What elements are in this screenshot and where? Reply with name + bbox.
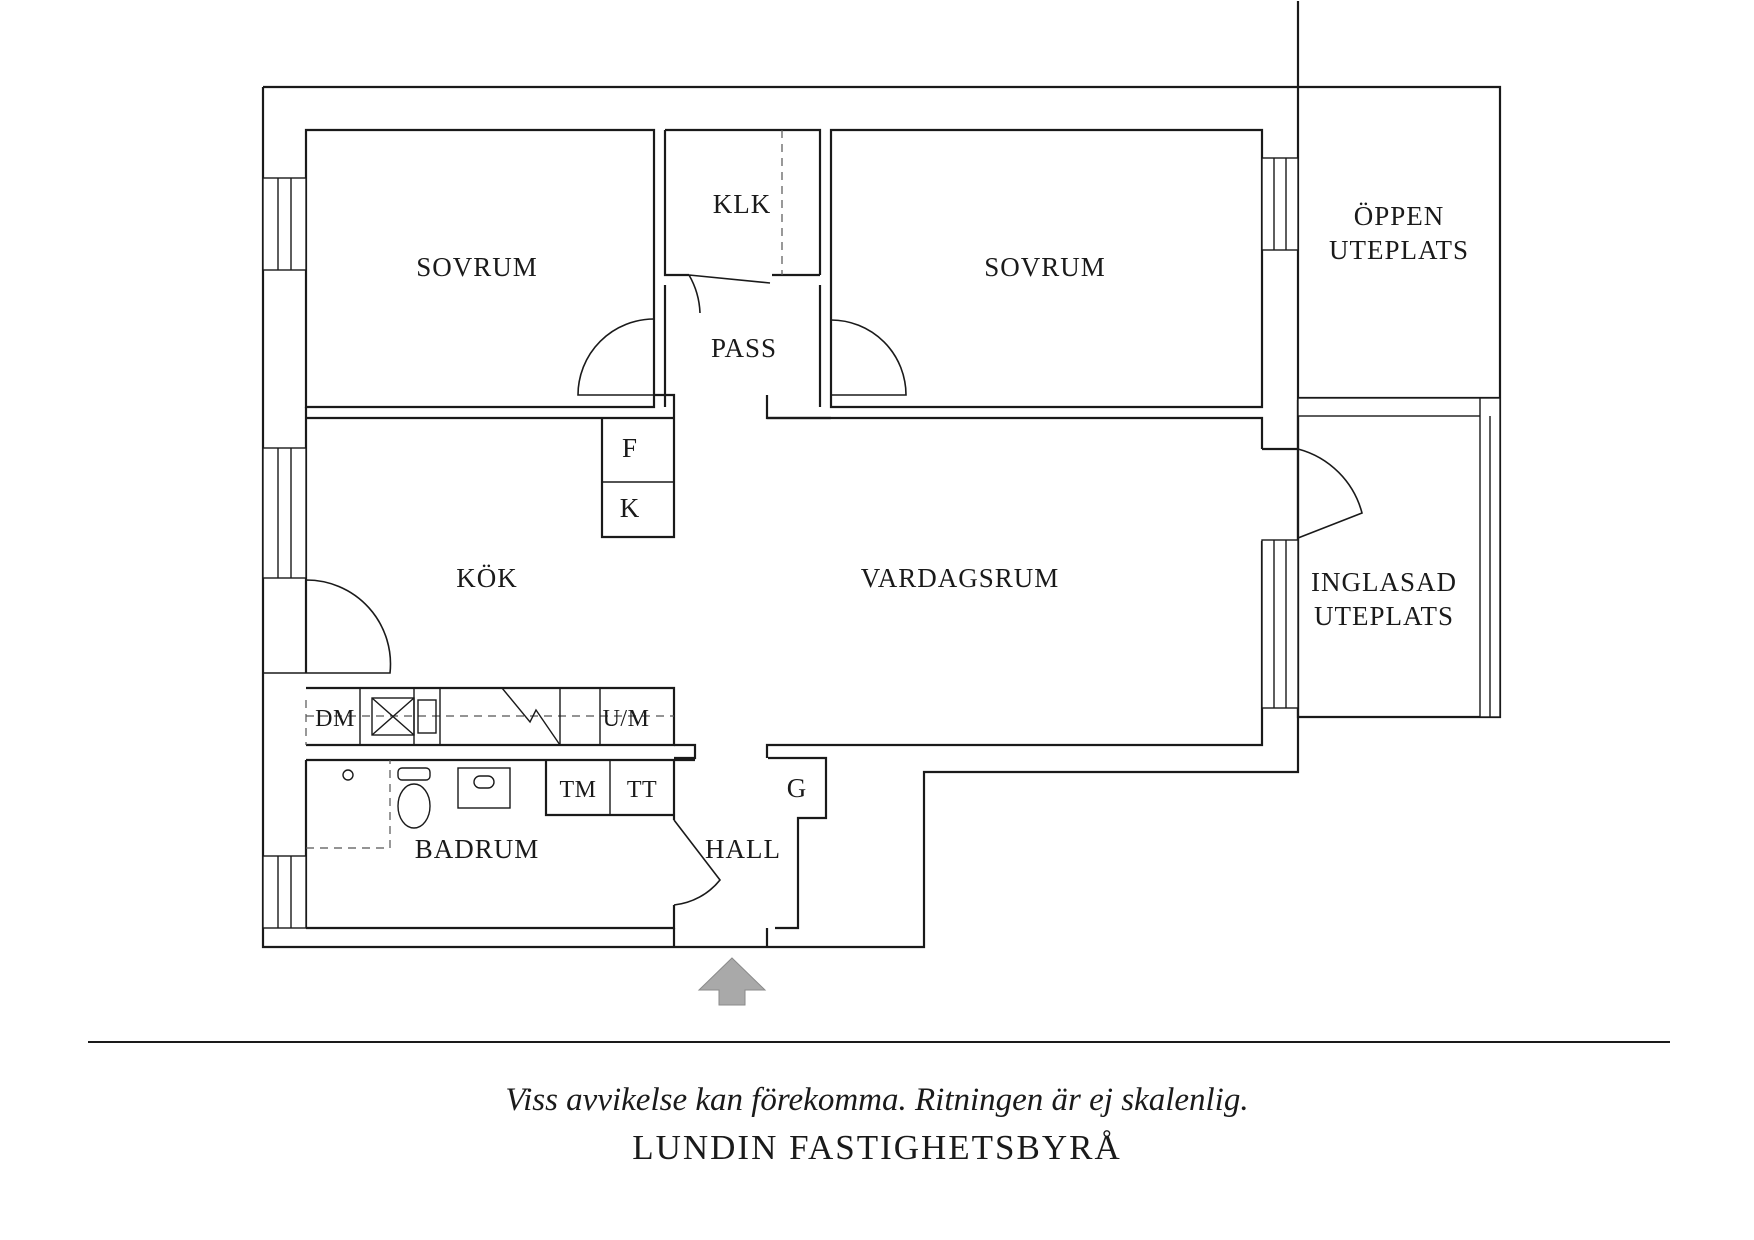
hall-walls [672,756,828,947]
room-label-pass: PASS [711,333,777,363]
fridge-label: F [622,433,638,463]
microwave-label: U/M [603,706,650,732]
doors [263,274,1363,906]
outer-walls [261,1,1502,949]
room-label-inglasad-uteplats-line1: INGLASAD [1311,567,1457,597]
room-label-hall: HALL [705,834,781,864]
company-name: LUNDIN FASTIGHETSBYRÅ [632,1128,1122,1167]
closet-and-pass-walls [600,128,831,539]
freezer-label: K [620,493,641,523]
room-label-sovrum-right: SOVRUM [984,252,1106,282]
dishwasher-label: DM [315,706,355,732]
room-label-badrum: BADRUM [415,834,540,864]
room-label-oppen-uteplats-line2: UTEPLATS [1329,235,1469,265]
floor-plan: SOVRUM KLK SOVRUM ÖPPEN UTEPLATS PASS F … [261,1,1502,1006]
room-label-oppen-uteplats-line1: ÖPPEN [1354,201,1445,231]
room-label-sovrum-left: SOVRUM [416,252,538,282]
wardrobe-label-g: G [787,773,808,803]
footer-divider [88,1041,1670,1043]
washer-label: TM [560,777,597,803]
room-label-vardagsrum: VARDAGSRUM [861,563,1060,593]
room-label-kok: KÖK [456,563,518,593]
room-label-klk: KLK [713,189,772,219]
dryer-label: TT [627,777,657,803]
kitchen-counter [305,686,697,760]
windows [262,157,1501,929]
entrance-arrow-icon [697,957,767,1006]
disclaimer-text: Viss avvikelse kan förekomma. Ritningen … [505,1082,1249,1118]
room-label-inglasad-uteplats-line2: UTEPLATS [1314,601,1454,631]
